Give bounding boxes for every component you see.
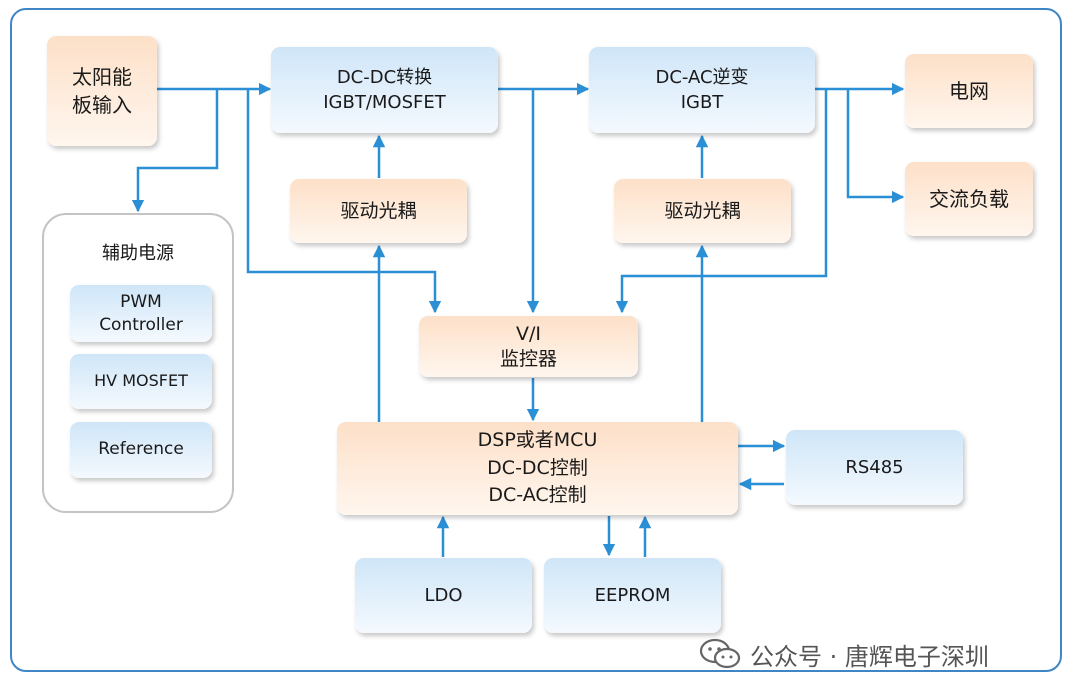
driver-right-label: 驱动光耦	[664, 199, 741, 222]
ac-load-label: 交流负载	[929, 187, 1009, 211]
eeprom-block: EEPROM	[544, 558, 721, 633]
hv-mosfet-label: HV MOSFET	[94, 371, 188, 391]
driver-left-label: 驱动光耦	[340, 199, 417, 222]
reference-label: Reference	[98, 439, 184, 460]
ldo-block: LDO	[355, 558, 532, 633]
solar-input-line2: 板输入	[72, 93, 132, 117]
dcdc-subtitle: IGBT/MOSFET	[323, 92, 446, 113]
grid-label: 电网	[949, 79, 989, 103]
eeprom-label: EEPROM	[594, 584, 671, 606]
mcu-line3: DC-AC控制	[488, 484, 587, 507]
pwm-line1: PWM	[120, 292, 162, 313]
rs485-block: RS485	[786, 430, 963, 505]
grid-block: 电网	[905, 54, 1033, 128]
pwm-controller-block: PWM Controller	[70, 285, 212, 342]
reference-block: Reference	[70, 422, 212, 478]
diagram-frame	[10, 8, 1062, 672]
mcu-line1: DSP或者MCU	[477, 429, 598, 452]
driver-optocoupler-right: 驱动光耦	[614, 179, 791, 243]
line-solar-to-vi	[246, 89, 442, 314]
watermark-text: 公众号 · 唐辉电子深圳	[750, 642, 989, 671]
solar-input-line1: 太阳能	[72, 65, 132, 89]
ldo-label: LDO	[424, 584, 463, 606]
dcdc-converter-block: DC-DC转换 IGBT/MOSFET	[271, 47, 498, 133]
vi-monitor-block: V/I 监控器	[419, 316, 638, 377]
aux-power-title: 辅助电源	[102, 243, 174, 264]
dsp-mcu-block: DSP或者MCU DC-DC控制 DC-AC控制	[337, 422, 738, 515]
dcdc-title: DC-DC转换	[336, 66, 433, 88]
dcac-inverter-block: DC-AC逆变 IGBT	[589, 47, 815, 133]
vi-line1: V/I	[515, 322, 541, 345]
line-solar-to-aux	[131, 89, 219, 213]
wechat-icon	[699, 638, 741, 669]
line-ac-to-vi	[615, 89, 828, 314]
rs485-label: RS485	[845, 456, 904, 478]
driver-optocoupler-left: 驱动光耦	[290, 179, 467, 243]
ac-load-block: 交流负载	[905, 162, 1033, 236]
dcac-title: DC-AC逆变	[655, 66, 749, 88]
hv-mosfet-block: HV MOSFET	[70, 354, 212, 409]
line-to-acload	[846, 89, 905, 204]
dcac-subtitle: IGBT	[680, 92, 724, 113]
vi-line2: 监控器	[499, 347, 557, 370]
mcu-line2: DC-DC控制	[487, 456, 588, 479]
solar-input-block: 太阳能 板输入	[47, 36, 157, 146]
watermark: 公众号 · 唐辉电子深圳	[698, 634, 989, 674]
pwm-line2: Controller	[99, 314, 183, 335]
